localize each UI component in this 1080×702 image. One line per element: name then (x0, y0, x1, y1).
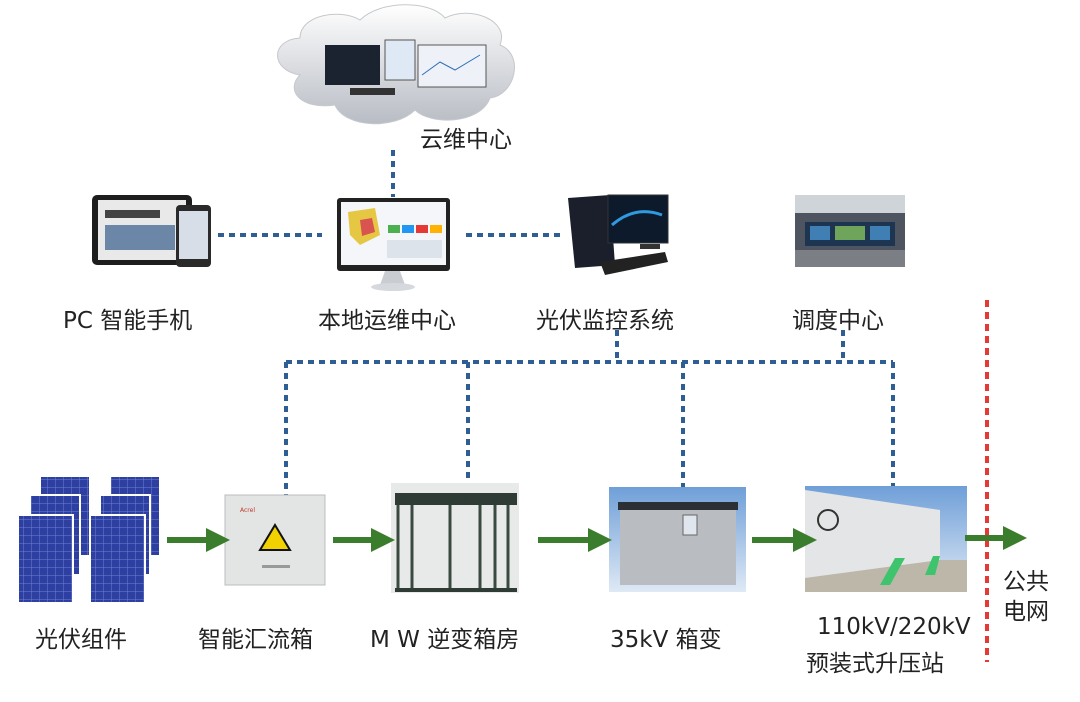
pc-phone-label: PC 智能手机 (63, 308, 193, 334)
inverter-room-label: M W 逆变箱房 (370, 627, 520, 653)
cloud-center-label: 云维中心 (420, 127, 512, 153)
local-center-image (337, 198, 450, 291)
grid-label-line2: 电网 (1003, 599, 1049, 625)
dispatch-center-label: 调度中心 (792, 308, 884, 334)
grid-label-line1: 公共 (1003, 569, 1049, 595)
pv-monitor-image (568, 194, 669, 275)
inverter-room-image (391, 483, 519, 593)
box-transformer-label: 35kV 箱变 (610, 627, 722, 653)
combiner-box-image: Acrel (224, 494, 326, 586)
combiner-box-label: 智能汇流箱 (198, 627, 313, 653)
svg-text:Acrel: Acrel (240, 507, 255, 514)
substation-image (805, 486, 967, 592)
box-transformer-image (609, 487, 746, 592)
pv-monitor-label: 光伏监控系统 (536, 308, 674, 334)
substation-label-line2: 预装式升压站 (806, 651, 944, 677)
pv-modules-label: 光伏组件 (35, 627, 127, 653)
power-flow-arrows (167, 526, 1027, 552)
dispatch-center-image (795, 195, 905, 267)
substation-label-line1: 110kV/220kV (817, 614, 971, 640)
local-center-label: 本地运维中心 (318, 308, 456, 334)
cloud-center-image (277, 4, 515, 125)
pc-phone-image (92, 195, 211, 267)
communication-lines (218, 150, 895, 500)
pv-modules-image (17, 475, 161, 604)
